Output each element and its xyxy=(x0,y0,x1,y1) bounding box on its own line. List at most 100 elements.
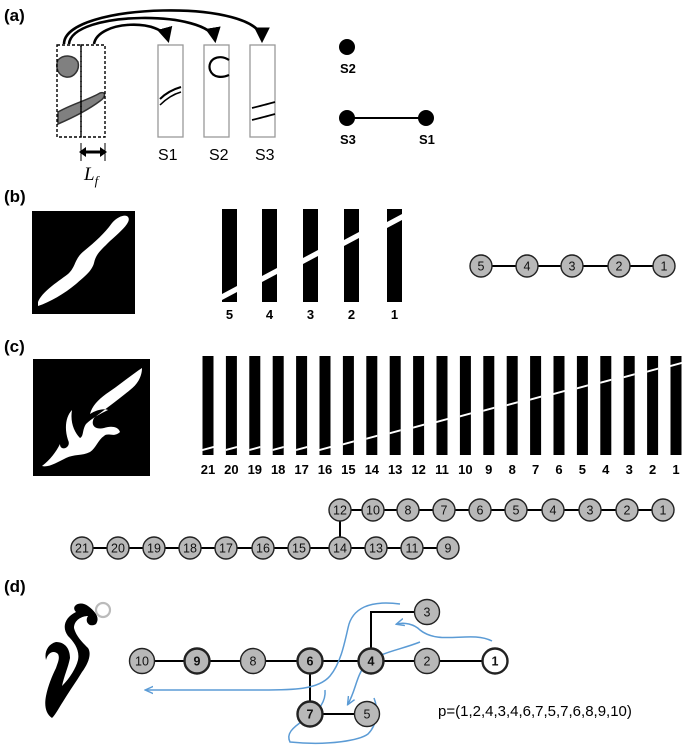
width-arrow-right xyxy=(100,147,107,157)
width-label: Lf xyxy=(83,164,101,188)
strip-c-2 xyxy=(647,356,659,455)
node-d-4: 4 xyxy=(357,647,385,675)
node-c-16-label: 16 xyxy=(256,542,270,556)
arrow-to-s1 xyxy=(92,23,173,45)
graph-node-s3 xyxy=(339,110,355,126)
strip-c-14 xyxy=(366,356,378,455)
strip-c-index-19: 19 xyxy=(248,462,262,477)
node-c-9-label: 9 xyxy=(445,542,452,556)
node-c-19-label: 19 xyxy=(147,542,161,556)
node-c-2: 2 xyxy=(615,498,639,522)
strip-c-16 xyxy=(319,356,331,455)
strip-s3 xyxy=(249,44,276,138)
strip-c-index-6: 6 xyxy=(555,462,562,477)
node-c-5: 5 xyxy=(504,498,528,522)
graph-node-s1 xyxy=(418,110,434,126)
panel-b-graph: 5 4 3 2 1 xyxy=(469,254,676,278)
node-c-18: 18 xyxy=(178,536,202,560)
frame-right xyxy=(80,44,106,138)
node-d-8-label: 8 xyxy=(250,655,257,669)
strip-c-index-2: 2 xyxy=(649,462,656,477)
strip-c-7 xyxy=(530,356,542,455)
node-c-15: 15 xyxy=(287,536,311,560)
node-c-5-label: 5 xyxy=(513,504,520,518)
node-c-6-label: 6 xyxy=(477,504,484,518)
strip-index-3: 3 xyxy=(307,307,314,322)
node-d-10-label: 10 xyxy=(135,655,149,669)
node-c-11: 11 xyxy=(400,536,424,560)
node-c-20-label: 20 xyxy=(111,542,125,556)
strip-c-4 xyxy=(600,356,612,455)
node-d-8: 8 xyxy=(239,647,267,675)
node-b-5: 5 xyxy=(469,254,493,278)
strip-c-index-14: 14 xyxy=(365,462,380,477)
node-d-2: 2 xyxy=(413,647,441,675)
strip-c-10 xyxy=(459,356,471,455)
node-c-8-label: 8 xyxy=(405,504,412,518)
strip-c-index-12: 12 xyxy=(411,462,425,477)
node-d-6-label: 6 xyxy=(307,655,314,669)
strip-c-index-5: 5 xyxy=(579,462,586,477)
graph-label-s1: S1 xyxy=(419,132,435,147)
node-d-7-label: 7 xyxy=(307,708,314,722)
node-b-4: 4 xyxy=(515,254,539,278)
node-c-4: 4 xyxy=(541,498,565,522)
width-arrow-left xyxy=(79,147,86,157)
strip-c-20 xyxy=(225,356,237,455)
strip-c-18 xyxy=(272,356,284,455)
node-b-1-label: 1 xyxy=(661,260,668,274)
node-c-18-label: 18 xyxy=(183,542,197,556)
node-d-7: 7 xyxy=(296,700,324,728)
node-c-10-label: 10 xyxy=(366,504,380,518)
node-c-13: 13 xyxy=(364,536,388,560)
start-point-marker xyxy=(94,601,112,619)
strip-c-index-13: 13 xyxy=(388,462,402,477)
node-c-16: 16 xyxy=(251,536,275,560)
strip-s2 xyxy=(203,44,230,138)
strip-c-9 xyxy=(483,356,495,455)
node-b-5-label: 5 xyxy=(478,260,485,274)
node-d-1: 1 xyxy=(481,647,509,675)
panel-b-label: (b) xyxy=(4,187,26,206)
node-b-2-label: 2 xyxy=(616,260,623,274)
strip-4 xyxy=(262,209,277,302)
strip-c-index-16: 16 xyxy=(318,462,332,477)
node-b-3-label: 3 xyxy=(569,260,576,274)
node-c-17-label: 17 xyxy=(219,542,233,556)
panel-d-label: (d) xyxy=(4,577,26,596)
strip-c-index-20: 20 xyxy=(224,462,238,477)
strip-c-index-7: 7 xyxy=(532,462,539,477)
node-d-10: 10 xyxy=(128,647,156,675)
node-c-21-label: 21 xyxy=(75,542,89,556)
panel-c-label: (c) xyxy=(4,337,25,356)
strip-label-s2: S2 xyxy=(209,147,229,164)
node-b-2: 2 xyxy=(607,254,631,278)
node-c-13-label: 13 xyxy=(369,542,383,556)
node-d-5-label: 5 xyxy=(364,708,371,722)
strip-c-11 xyxy=(436,356,448,455)
node-c-3: 3 xyxy=(578,498,602,522)
strip-c-index-17: 17 xyxy=(294,462,308,477)
node-c-12: 12 xyxy=(328,498,352,522)
panel-b-word-image xyxy=(32,211,135,314)
node-b-3: 3 xyxy=(560,254,584,278)
node-c-7-label: 7 xyxy=(441,504,448,518)
arrow-to-s3 xyxy=(62,9,270,45)
node-c-19: 19 xyxy=(142,536,166,560)
strip-c-index-1: 1 xyxy=(672,462,679,477)
node-c-11-label: 11 xyxy=(406,542,419,556)
strip-c-index-18: 18 xyxy=(271,462,285,477)
strip-c-index-4: 4 xyxy=(602,462,610,477)
strip-c-5 xyxy=(576,356,588,455)
strip-c-index-21: 21 xyxy=(201,462,215,477)
strip-c-19 xyxy=(249,356,261,455)
strip-1 xyxy=(387,209,402,302)
node-c-20: 20 xyxy=(106,536,130,560)
node-c-1: 1 xyxy=(651,498,675,522)
graph-node-s2 xyxy=(339,39,355,55)
